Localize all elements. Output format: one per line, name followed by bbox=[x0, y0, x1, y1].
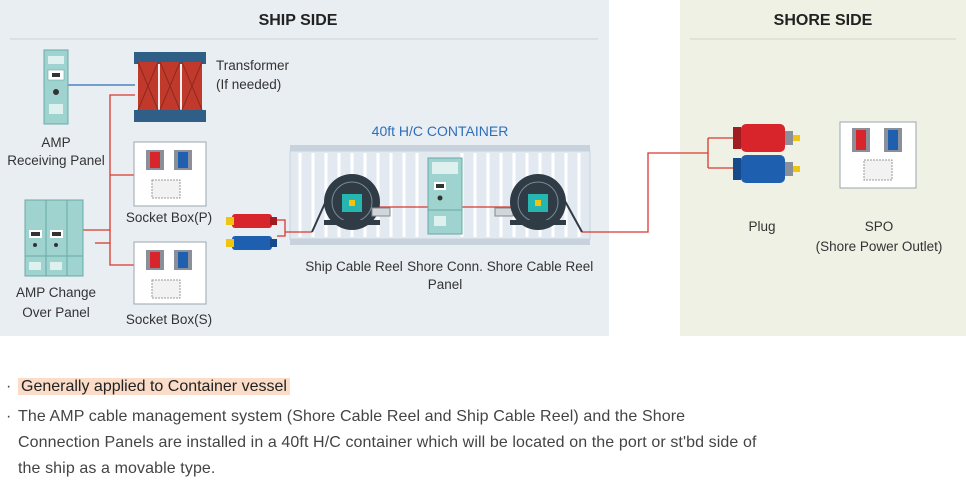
shore-plug-blue bbox=[733, 155, 800, 183]
spo-label-1: SPO bbox=[865, 219, 894, 234]
amp-change-label-1: AMP Change bbox=[16, 285, 96, 300]
notes: · Generally applied to Container vessel … bbox=[6, 374, 766, 482]
highlight-text: Generally applied to Container vessel bbox=[18, 378, 290, 395]
ship-cable-reel bbox=[311, 174, 391, 233]
shore-connection-panel bbox=[427, 157, 463, 235]
note-paragraph-row: · The AMP cable management system (Shore… bbox=[6, 404, 766, 482]
cables bbox=[68, 84, 735, 266]
note-highlight-row: · Generally applied to Container vessel bbox=[6, 374, 766, 400]
socket-box-p bbox=[133, 141, 207, 207]
shore-cable-reel-label: Shore Cable Reel bbox=[487, 259, 594, 274]
container-title: 40ft H/C CONTAINER bbox=[372, 123, 509, 139]
transformer-label-1: Transformer bbox=[216, 58, 290, 73]
shore-conn-label-2: Panel bbox=[428, 277, 463, 292]
transformer-label-2: (If needed) bbox=[216, 77, 281, 92]
shore-cable-reel bbox=[494, 174, 583, 233]
amp-receiving-label-1: AMP bbox=[41, 135, 70, 150]
amp-receiving-panel bbox=[43, 49, 69, 125]
transformer bbox=[134, 52, 206, 122]
ship-cable-reel-label: Ship Cable Reel bbox=[305, 259, 403, 274]
socket-box-s bbox=[133, 241, 207, 305]
shore-plug-red bbox=[733, 124, 800, 152]
description-paragraph: The AMP cable management system (Shore C… bbox=[18, 408, 757, 477]
amp-receiving-label-2: Receiving Panel bbox=[7, 153, 105, 168]
bullet: · bbox=[6, 378, 12, 395]
ship-side-title: SHIP SIDE bbox=[259, 12, 338, 29]
bullet: · bbox=[6, 408, 12, 425]
amp-change-label-2: Over Panel bbox=[22, 305, 90, 320]
shore-side-title: SHORE SIDE bbox=[774, 12, 873, 29]
socket-box-p-label: Socket Box(P) bbox=[126, 210, 212, 225]
ship-plug-red bbox=[226, 214, 277, 228]
spo-label-2: (Shore Power Outlet) bbox=[816, 239, 943, 254]
shore-power-outlet bbox=[839, 121, 917, 189]
amp-change-over-panel bbox=[24, 199, 84, 277]
shore-power-diagram: SHIP SIDE SHORE SIDE 40ft H/C CONTAINER bbox=[0, 0, 966, 336]
socket-box-s-label: Socket Box(S) bbox=[126, 312, 212, 327]
shore-conn-label-1: Shore Conn. bbox=[407, 259, 483, 274]
ship-plug-blue bbox=[226, 236, 277, 250]
plug-label: Plug bbox=[748, 219, 775, 234]
